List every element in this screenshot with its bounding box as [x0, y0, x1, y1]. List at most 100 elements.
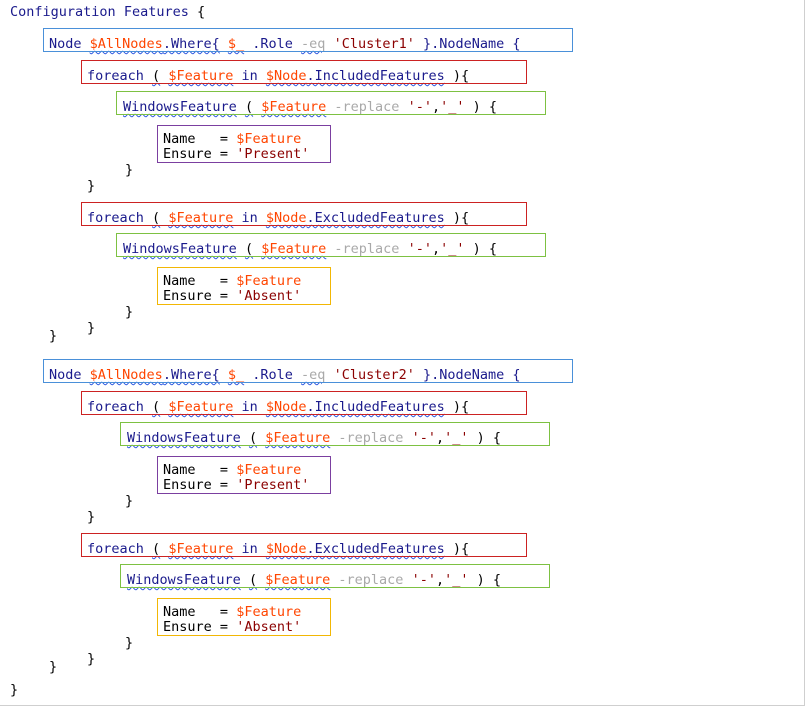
token-included: .IncludedFeatures	[306, 399, 445, 415]
token-node-var: $Node	[265, 399, 307, 415]
token-feature-var: $Feature	[168, 541, 234, 557]
node1-node-box	[43, 28, 573, 52]
token-name-key: Name	[163, 604, 196, 620]
token-excluded: .ExcludedFeatures	[306, 541, 445, 557]
node2-excluded-windowsfeature-box	[120, 564, 550, 588]
token-paren-open: (	[152, 541, 161, 557]
token-ensure-key: Ensure	[163, 288, 212, 304]
node1-included-name-line[interactable]: Name = $Feature	[163, 131, 301, 147]
node1-included-foreach-line[interactable]: foreach ( $Feature in $Node.IncludedFeat…	[87, 68, 469, 84]
token-name-key: Name	[163, 131, 196, 147]
node1-included-windowsfeature-line[interactable]: WindowsFeature ( $Feature -replace '-','…	[123, 99, 497, 115]
token-paren-close-brace: ) {	[476, 572, 502, 588]
node2-included-props-box	[157, 456, 331, 494]
token-feature-var: $Feature	[168, 399, 234, 415]
token-windowsfeature: WindowsFeature	[127, 572, 241, 588]
token-close-brace: }	[87, 509, 96, 525]
node1-excluded-wf-close[interactable]: }	[125, 304, 133, 320]
token-under-str: '_'	[440, 99, 465, 115]
token-paren-open: (	[152, 399, 161, 415]
token-close-brace: }	[125, 304, 134, 320]
token-allnodes: $AllNodes	[89, 36, 163, 52]
token-equals: =	[219, 604, 229, 620]
token-replace: -replace	[338, 572, 404, 588]
node2-node-close[interactable]: }	[49, 659, 57, 675]
token-paren-close-brace-tight: ){	[452, 399, 470, 415]
node1-excluded-name-line[interactable]: Name = $Feature	[163, 273, 301, 289]
node2-node-line[interactable]: Node $AllNodes.Where{ $_ .Role -eq 'Clus…	[49, 367, 521, 383]
node1-node-line[interactable]: Node $AllNodes.Where{ $_ .Role -eq 'Clus…	[49, 36, 521, 52]
token-node-var: $Node	[265, 210, 307, 226]
token-close-brace: }	[10, 682, 19, 698]
node1-excluded-foreach-line[interactable]: foreach ( $Feature in $Node.ExcludedFeat…	[87, 210, 469, 226]
token-close-brace: }	[49, 328, 58, 344]
token-open-brace: {	[196, 4, 206, 20]
node2-excluded-windowsfeature-line[interactable]: WindowsFeature ( $Feature -replace '-','…	[127, 572, 501, 588]
node1-included-foreach-close[interactable]: }	[87, 178, 95, 194]
token-ensure-key: Ensure	[163, 477, 212, 493]
token-feature-var: $Feature	[265, 430, 331, 446]
token-where: .Where{	[162, 367, 220, 383]
token-foreach: foreach	[87, 68, 144, 84]
node2-excluded-ensure-line[interactable]: Ensure = 'Absent'	[163, 619, 301, 635]
token-paren-close-brace: ) {	[476, 430, 502, 446]
code-line-config-close[interactable]: }	[10, 682, 18, 698]
token-paren-open: (	[248, 430, 258, 446]
token-replace: -replace	[334, 241, 400, 257]
token-absent: 'Absent'	[236, 619, 302, 635]
node1-included-ensure-line[interactable]: Ensure = 'Present'	[163, 146, 309, 162]
code-line-configuration[interactable]: Configuration Features {	[10, 4, 205, 20]
token-close-brace: }	[87, 651, 96, 667]
token-feature-var: $Feature	[261, 241, 327, 257]
node2-included-wf-close[interactable]: }	[125, 493, 133, 509]
token-under-str: '_'	[444, 430, 469, 446]
node2-included-ensure-line[interactable]: Ensure = 'Present'	[163, 477, 309, 493]
node1-excluded-foreach-close[interactable]: }	[87, 320, 95, 336]
node1-included-windowsfeature-box	[116, 91, 546, 115]
node1-included-wf-close[interactable]: }	[125, 162, 133, 178]
node2-excluded-foreach-close[interactable]: }	[87, 651, 95, 667]
token-dash-str: '-'	[407, 241, 432, 257]
node2-excluded-wf-close[interactable]: }	[125, 635, 133, 651]
node2-excluded-foreach-box	[81, 533, 527, 557]
token-config-name: Features	[123, 4, 189, 20]
token-allnodes: $AllNodes	[89, 367, 163, 383]
token-equals: =	[219, 619, 229, 635]
token-paren-close-brace-tight: ){	[452, 210, 470, 226]
node2-included-foreach-close[interactable]: }	[87, 509, 95, 525]
node1-excluded-ensure-line[interactable]: Ensure = 'Absent'	[163, 288, 301, 304]
token-node: Node	[49, 36, 82, 52]
node2-node-box	[43, 359, 573, 383]
node2-excluded-name-line[interactable]: Name = $Feature	[163, 604, 301, 620]
token-close-brace: }	[87, 178, 96, 194]
node2-included-name-line[interactable]: Name = $Feature	[163, 462, 301, 478]
token-comma: ,	[431, 241, 441, 257]
token-dash-str: '-'	[411, 572, 436, 588]
token-node: Node	[49, 367, 82, 383]
token-under-str: '_'	[444, 572, 469, 588]
token-nodename-suffix: }.NodeName {	[423, 36, 521, 52]
token-ensure-key: Ensure	[163, 146, 212, 162]
token-dash-str: '-'	[407, 99, 432, 115]
node2-included-windowsfeature-line[interactable]: WindowsFeature ( $Feature -replace '-','…	[127, 430, 501, 446]
token-feature-var: $Feature	[168, 210, 234, 226]
token-paren-close-brace-tight: ){	[452, 68, 470, 84]
node2-included-foreach-line[interactable]: foreach ( $Feature in $Node.IncludedFeat…	[87, 399, 469, 415]
token-cluster2: 'Cluster2'	[333, 367, 415, 383]
node2-included-windowsfeature-box	[120, 422, 550, 446]
token-equals: =	[219, 146, 229, 162]
node2-excluded-foreach-line[interactable]: foreach ( $Feature in $Node.ExcludedFeat…	[87, 541, 469, 557]
token-name-key: Name	[163, 462, 196, 478]
token-feature-var: $Feature	[236, 604, 302, 620]
token-feature-var: $Feature	[236, 462, 302, 478]
node1-excluded-windowsfeature-line[interactable]: WindowsFeature ( $Feature -replace '-','…	[123, 241, 497, 257]
token-under-str: '_'	[440, 241, 465, 257]
token-feature-var: $Feature	[265, 572, 331, 588]
token-comma: ,	[435, 430, 445, 446]
token-windowsfeature: WindowsFeature	[123, 99, 237, 115]
node1-node-close[interactable]: }	[49, 328, 57, 344]
token-nodename-suffix: }.NodeName {	[423, 367, 521, 383]
token-replace: -replace	[334, 99, 400, 115]
token-foreach: foreach	[87, 541, 144, 557]
node1-included-foreach-box	[81, 60, 527, 84]
